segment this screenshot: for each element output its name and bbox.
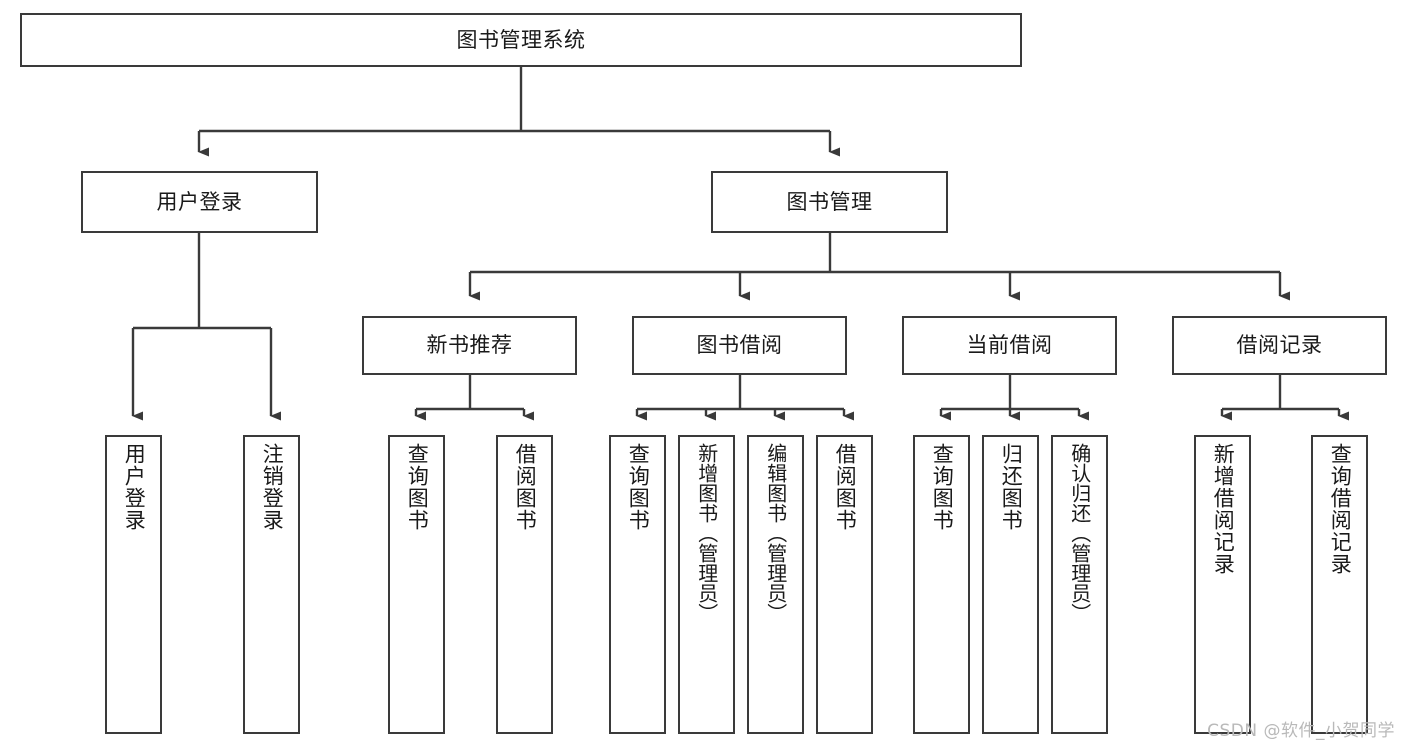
node-leaf-label: 新增图书（管理员） xyxy=(694,443,719,623)
node-leaf-label: 查询借阅记录 xyxy=(1328,443,1353,575)
node-book-borrow[interactable]: 图书借阅 xyxy=(632,316,847,375)
node-borrow-record-label: 借阅记录 xyxy=(1236,333,1323,358)
node-new-book-recommend[interactable]: 新书推荐 xyxy=(362,316,577,375)
node-leaf-currentborrow-query-book[interactable]: 查询图书 xyxy=(913,435,970,734)
node-root-book-management-system[interactable]: 图书管理系统 xyxy=(20,13,1022,67)
node-leaf-newbook-borrow-book[interactable]: 借阅图书 xyxy=(496,435,553,734)
node-leaf-label: 注销登录 xyxy=(260,443,285,531)
node-borrow-record[interactable]: 借阅记录 xyxy=(1172,316,1387,375)
csdn-watermark: CSDN @软件_小贺同学 xyxy=(1207,721,1395,741)
node-leaf-label: 借阅图书 xyxy=(833,443,858,531)
node-leaf-label: 借阅图书 xyxy=(513,443,538,531)
node-leaf-label: 查询图书 xyxy=(405,443,430,531)
node-root-label: 图书管理系统 xyxy=(456,27,586,52)
node-leaf-bookborrow-query-book[interactable]: 查询图书 xyxy=(609,435,666,734)
node-book-borrow-label: 图书借阅 xyxy=(696,333,783,358)
node-leaf-currentborrow-confirm-return[interactable]: 确认归还（管理员） xyxy=(1051,435,1108,734)
node-leaf-user-login-signout[interactable]: 注销登录 xyxy=(243,435,300,734)
node-leaf-label: 确认归还（管理员） xyxy=(1067,443,1092,623)
node-book-management[interactable]: 图书管理 xyxy=(711,171,948,233)
node-leaf-bookborrow-edit-book[interactable]: 编辑图书（管理员） xyxy=(747,435,804,734)
node-new-book-recommend-label: 新书推荐 xyxy=(426,333,513,358)
node-current-borrow[interactable]: 当前借阅 xyxy=(902,316,1117,375)
node-book-management-label: 图书管理 xyxy=(786,189,873,214)
node-leaf-borrowrecord-add-record[interactable]: 新增借阅记录 xyxy=(1194,435,1251,734)
node-leaf-borrowrecord-query-record[interactable]: 查询借阅记录 xyxy=(1311,435,1368,734)
node-leaf-user-login-signin[interactable]: 用户登录 xyxy=(105,435,162,734)
node-leaf-currentborrow-return-book[interactable]: 归还图书 xyxy=(982,435,1039,734)
node-user-login[interactable]: 用户登录 xyxy=(81,171,318,233)
node-current-borrow-label: 当前借阅 xyxy=(966,333,1053,358)
node-leaf-newbook-query-book[interactable]: 查询图书 xyxy=(388,435,445,734)
node-leaf-label: 查询图书 xyxy=(930,443,955,531)
node-leaf-label: 查询图书 xyxy=(626,443,651,531)
node-leaf-label: 编辑图书（管理员） xyxy=(763,443,788,623)
node-leaf-label: 用户登录 xyxy=(122,443,147,531)
node-leaf-bookborrow-borrow-book[interactable]: 借阅图书 xyxy=(816,435,873,734)
node-user-login-label: 用户登录 xyxy=(156,189,243,214)
node-leaf-bookborrow-add-book[interactable]: 新增图书（管理员） xyxy=(678,435,735,734)
node-leaf-label: 归还图书 xyxy=(999,443,1024,531)
node-leaf-label: 新增借阅记录 xyxy=(1211,443,1236,575)
